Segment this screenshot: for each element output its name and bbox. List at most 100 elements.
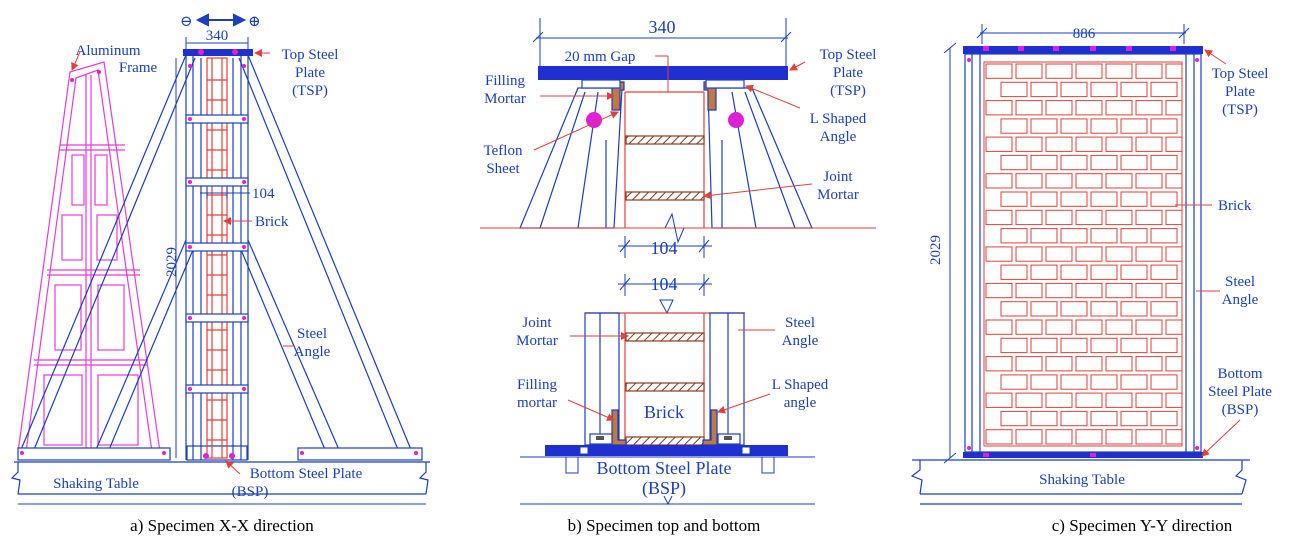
- bottom-steel-plate-b: [545, 445, 788, 456]
- brick: [1030, 118, 1058, 134]
- brick: [1000, 191, 1028, 207]
- width-dimension-c: 886: [1073, 26, 1096, 42]
- brick: [1045, 136, 1073, 152]
- brick: [1105, 319, 1133, 335]
- brick: [1060, 337, 1088, 354]
- dimension-340-a: [185, 37, 249, 49]
- brick: [1075, 100, 1103, 116]
- brick: [1015, 209, 1043, 226]
- top-steel-plate: [183, 49, 253, 56]
- brick: [1060, 154, 1088, 171]
- brick: [1120, 301, 1148, 317]
- shaking-table-label-a: Shaking Table: [53, 476, 139, 492]
- brick: [1165, 209, 1183, 226]
- brick: [1060, 191, 1088, 207]
- brick: [1015, 136, 1043, 152]
- brick: [1105, 100, 1133, 116]
- brick: [1105, 282, 1133, 299]
- top-assembly: [519, 79, 813, 229]
- brick: [1075, 173, 1103, 189]
- steel-angle-braces: [19, 54, 413, 453]
- brick: [985, 173, 1013, 189]
- tsp-label-c-1: Top Steel: [1212, 66, 1269, 82]
- brick: [1090, 337, 1118, 354]
- brick: [985, 319, 1013, 335]
- brick: [1000, 374, 1028, 390]
- brick: [1030, 228, 1058, 244]
- brick: [1135, 100, 1163, 116]
- lshape-label-b-b2: angle: [784, 395, 817, 411]
- brick: [1060, 81, 1088, 98]
- caption-a: a) Specimen X-X direction: [130, 516, 314, 535]
- brick: [1150, 191, 1178, 207]
- joint-label-b-1: Joint: [823, 169, 853, 185]
- plus-sign-icon: ⊕: [248, 14, 261, 30]
- width-dimension-a: 340: [206, 28, 229, 44]
- brick: [1045, 319, 1073, 335]
- brick: [1030, 337, 1058, 354]
- brick: [1150, 410, 1178, 427]
- tsp-label-b-3: (TSP): [830, 83, 866, 99]
- brick: [1120, 118, 1148, 134]
- brick: [1120, 228, 1148, 244]
- brick: [1090, 228, 1118, 244]
- brick: [1165, 136, 1183, 152]
- brick: [1135, 319, 1163, 335]
- brick: [1015, 356, 1043, 372]
- brick: [1000, 228, 1028, 244]
- tsp-label-b-1: Top Steel: [820, 47, 877, 63]
- brick: [1120, 81, 1148, 98]
- brick: [1105, 209, 1133, 226]
- brick: [1135, 136, 1163, 152]
- lshape-label-b-2: Angle: [820, 129, 857, 145]
- brick: [1090, 264, 1118, 280]
- brick: [1090, 374, 1118, 390]
- brick: [1045, 429, 1073, 445]
- brick: [1135, 282, 1163, 299]
- tsp-label-c-3: (TSP): [1222, 102, 1258, 118]
- brick: [1000, 264, 1028, 280]
- brick: [1150, 337, 1178, 354]
- brick: [1000, 81, 1028, 98]
- gap-label: 20 mm Gap: [565, 49, 636, 65]
- brick: [985, 356, 1013, 372]
- teflon-label-2: Sheet: [486, 161, 520, 177]
- brick: [1120, 374, 1148, 390]
- dimension-104-b-bottom: [618, 274, 712, 296]
- brick: [1075, 356, 1103, 372]
- tsp-label-a-3: (TSP): [292, 83, 328, 99]
- brick: [1105, 356, 1133, 372]
- tsp-label-b-2: Plate: [833, 65, 863, 81]
- brick: [1090, 81, 1118, 98]
- brick: [1090, 191, 1118, 207]
- dimension-2029-c: [943, 42, 957, 464]
- brick: [1150, 374, 1178, 390]
- brick: [1045, 356, 1073, 372]
- bsp-label-b-1: Bottom Steel Plate: [597, 458, 732, 478]
- brick: [985, 429, 1013, 445]
- brick: [1150, 81, 1178, 98]
- brick-wall-c: [983, 61, 1183, 447]
- brick: [1135, 209, 1163, 226]
- aluminum-label-1: Aluminum: [75, 43, 140, 59]
- bsp-label-a-1: Bottom Steel Plate: [250, 466, 363, 482]
- brick: [1015, 282, 1043, 299]
- brick: [1090, 301, 1118, 317]
- aluminum-frame: [17, 61, 161, 453]
- brick: [1165, 392, 1183, 408]
- brick: [1045, 246, 1073, 262]
- brick: [1105, 429, 1133, 445]
- angle-label-b-2: Angle: [782, 333, 819, 349]
- brick: [985, 100, 1013, 116]
- teflon-label-1: Teflon: [484, 143, 523, 159]
- wall-dimension-b-bottom: 104: [651, 274, 678, 294]
- brick: [1060, 410, 1088, 427]
- brick: [1150, 228, 1178, 244]
- brick: [1000, 301, 1028, 317]
- bsp-label-c-1: Bottom: [1217, 366, 1262, 382]
- brick: [1105, 246, 1133, 262]
- specimen-column: [185, 55, 249, 460]
- brick: [1135, 356, 1163, 372]
- bottom-assembly: [584, 312, 745, 446]
- top-steel-plate-c: [963, 46, 1203, 54]
